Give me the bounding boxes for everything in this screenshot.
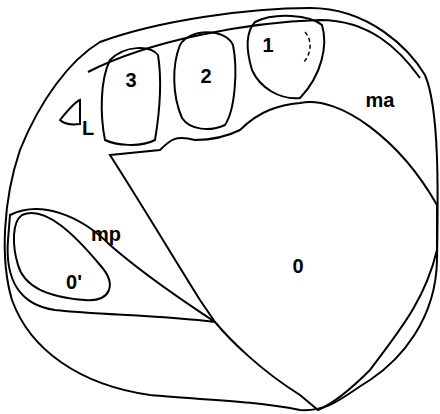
part-label: L [82,118,94,138]
part-label: ma [366,90,395,110]
region-shape: 0 [286,252,310,280]
region-shape: 3 [119,66,143,94]
region-number: 0' [66,272,82,292]
region-shape: 2 [194,62,218,90]
part-label: mp [91,224,121,244]
region-number: 3 [125,70,136,90]
region-number: 2 [200,66,211,86]
region-number: 1 [262,35,273,55]
region-number: 0 [292,256,303,276]
region-shape: 0' [60,268,88,296]
region-shape: 1 [256,31,280,59]
